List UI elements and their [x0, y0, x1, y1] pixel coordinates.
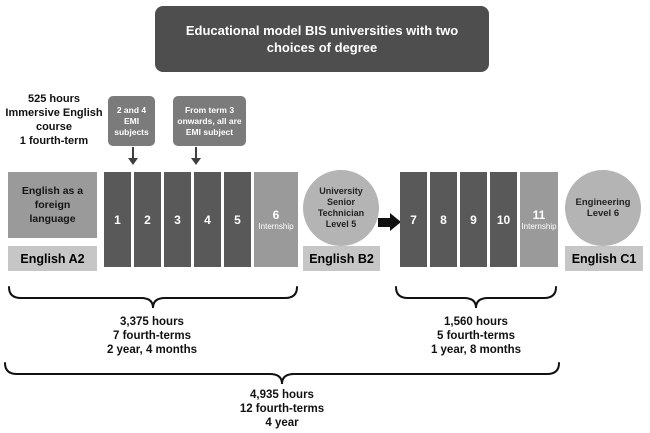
english-foreign-language-block: English as a foreign language [8, 172, 97, 238]
internship-label: Internship [258, 221, 294, 231]
brace-total [4, 362, 560, 386]
term-bar-5: 5 [224, 172, 251, 267]
callout-from-term3: From term 3 onwards, all are EMI subject [173, 96, 246, 146]
circle-line: Engineering [575, 197, 631, 208]
summary-line: 4,935 hours [250, 389, 314, 401]
summary-line: 5 fourth-terms [437, 330, 515, 342]
term-bar-10: 10 [490, 172, 517, 267]
note-line: Immersive English [5, 107, 103, 119]
callout-line: subjects [114, 126, 149, 137]
term-bar-8: 8 [430, 172, 457, 267]
internship-block-6: 6 Internship [254, 172, 298, 267]
arrow-head [191, 158, 201, 165]
arrow-stem [378, 217, 390, 227]
brace-stage1 [8, 286, 298, 310]
callout-line: onwards, all are [177, 115, 242, 126]
term-number: 8 [440, 212, 447, 227]
english-level-c1-label: English C1 [571, 251, 637, 266]
term-number: 10 [496, 212, 511, 227]
arrow-head [390, 213, 401, 231]
callout-line: EMI [123, 115, 140, 126]
note-line: course [35, 121, 73, 133]
callout-line: From term 3 [184, 104, 235, 115]
circle-line: Senior [326, 197, 355, 207]
english-level-c1-box: English C1 [565, 246, 643, 271]
arrow-stem [195, 147, 197, 158]
english-level-b2-box: English B2 [303, 246, 380, 271]
term-number: 3 [174, 212, 181, 227]
term-number: 1 [114, 212, 121, 227]
english-level-a2-box: English A2 [8, 246, 97, 271]
circle-line: University [319, 186, 363, 196]
callout-line: 2 and 4 [116, 104, 147, 115]
diagram-title: Educational model BIS universities with … [185, 23, 459, 55]
summary-line: 1 year, 8 months [430, 344, 522, 356]
term-bar-4: 4 [194, 172, 221, 267]
down-arrow-icon [191, 147, 201, 165]
term-number: 4 [204, 212, 211, 227]
summary-stage2: 1,560 hours 5 fourth-terms 1 year, 8 mon… [396, 315, 556, 357]
arrow-stem [132, 147, 134, 158]
internship-number: 6 [272, 207, 280, 222]
term-number: 9 [470, 212, 477, 227]
term-bar-7: 7 [400, 172, 427, 267]
circle-line: Technician [317, 208, 365, 218]
summary-line: 7 fourth-terms [113, 330, 191, 342]
summary-line: 12 fourth-terms [239, 403, 325, 415]
circle-line: Level 5 [325, 219, 357, 229]
term-bar-2: 2 [134, 172, 161, 267]
callout-line: EMI subject [185, 126, 234, 137]
term-bar-1: 1 [104, 172, 131, 267]
english-level-a2-label: English A2 [20, 251, 85, 266]
internship-label: Internship [521, 221, 557, 231]
internship-number: 11 [532, 207, 546, 222]
down-arrow-icon [128, 147, 138, 165]
right-arrow-icon [378, 213, 401, 231]
note-line: 525 hours [28, 93, 80, 105]
callout-emi-subjects: 2 and 4 EMI subjects [108, 96, 155, 146]
efl-line: English as a [21, 185, 84, 197]
summary-stage1: 3,375 hours 7 fourth-terms 2 year, 4 mon… [72, 315, 232, 357]
summary-line: 4 year [265, 417, 299, 429]
term-number: 7 [410, 212, 417, 227]
term-bar-3: 3 [164, 172, 191, 267]
term-number: 5 [234, 212, 241, 227]
brace-stage2 [395, 286, 557, 310]
efl-line: foreign [34, 199, 71, 211]
summary-line: 2 year, 4 months [106, 344, 198, 356]
immersive-english-note: 525 hours Immersive English course 1 fou… [2, 92, 106, 148]
senior-technician-circle: University Senior Technician Level 5 [303, 170, 379, 246]
term-bar-9: 9 [460, 172, 487, 267]
internship-block-11: 11 Internship [520, 172, 558, 267]
arrow-head [128, 158, 138, 165]
circle-line: Level 6 [586, 208, 620, 219]
summary-line: 1,560 hours [444, 316, 508, 328]
efl-line: language [29, 213, 76, 225]
note-line: 1 fourth-term [19, 135, 89, 147]
engineering-circle: Engineering Level 6 [565, 170, 641, 246]
summary-total: 4,935 hours 12 fourth-terms 4 year [202, 388, 362, 430]
term-number: 2 [144, 212, 151, 227]
title-box: Educational model BIS universities with … [155, 6, 489, 72]
english-level-b2-label: English B2 [309, 251, 374, 266]
summary-line: 3,375 hours [120, 316, 184, 328]
